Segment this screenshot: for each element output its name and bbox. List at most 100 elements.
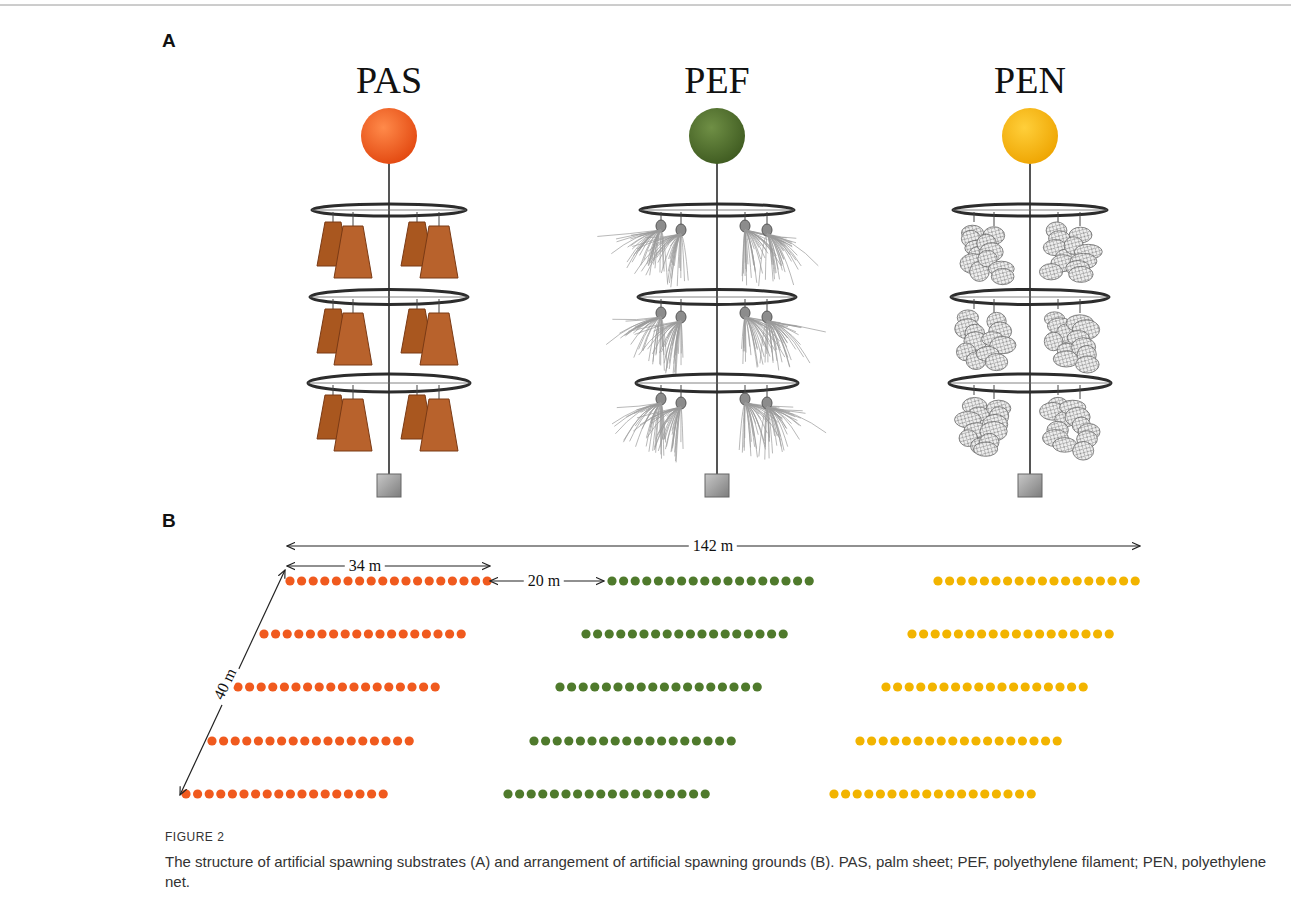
substrate-dot <box>642 576 651 585</box>
substrate-dot <box>965 629 974 638</box>
substrate-dot <box>879 736 888 745</box>
substrate-dot <box>239 789 248 798</box>
substrate-dot <box>419 682 428 691</box>
substrate-dot <box>538 789 547 798</box>
substrate-dot <box>297 576 306 585</box>
substrate-dot <box>1044 682 1053 691</box>
substrate-dot <box>1003 576 1012 585</box>
substrate-dot <box>259 629 268 638</box>
substrate-dot <box>933 576 942 585</box>
substrate-dot <box>573 789 582 798</box>
panel-letter: A <box>162 30 176 52</box>
substrate-dot <box>1079 682 1088 691</box>
substrate-dot <box>309 576 318 585</box>
substrate-dot <box>216 789 225 798</box>
substrate-dot <box>677 576 686 585</box>
substrate-dot <box>1131 576 1140 585</box>
substrate-dot <box>286 789 295 798</box>
substrate-dot <box>181 789 190 798</box>
substrate-dot <box>971 736 980 745</box>
substrate-dot <box>448 576 457 585</box>
substrate-dot <box>329 629 338 638</box>
substrate-name: PEN <box>994 58 1066 102</box>
substrate-dot <box>960 736 969 745</box>
substrate-dot <box>890 736 899 745</box>
substrate-dot <box>625 682 634 691</box>
substrate-dot <box>405 736 414 745</box>
substrate-dot <box>995 736 1004 745</box>
tier <box>951 290 1109 374</box>
tier <box>310 290 468 366</box>
dimension-label: 20 m <box>524 572 564 590</box>
substrate-dot <box>231 736 240 745</box>
substrate-dot <box>271 629 280 638</box>
substrate-dot <box>355 576 364 585</box>
substrate-dot <box>370 736 379 745</box>
substrate-dot <box>793 576 802 585</box>
substrate-dot <box>853 789 862 798</box>
substrate-dot <box>605 629 614 638</box>
substrate-dot <box>300 736 309 745</box>
top-rule <box>0 5 1291 6</box>
substrate-dot <box>338 682 347 691</box>
substrate-dot <box>980 576 989 585</box>
substrate-dot <box>378 576 387 585</box>
substrate-dot <box>312 736 321 745</box>
sinker-weight <box>377 474 401 497</box>
substrate-dot <box>855 736 864 745</box>
substrate-dot <box>721 629 730 638</box>
tier <box>606 290 826 377</box>
substrate-dot <box>631 789 640 798</box>
substrate-dot <box>335 736 344 745</box>
substrate-dot <box>399 629 408 638</box>
substrate-dot <box>1049 576 1058 585</box>
substrate-dot <box>384 682 393 691</box>
substrate-dot <box>881 682 890 691</box>
substrate-dot <box>433 629 442 638</box>
substrate-dot <box>315 682 324 691</box>
figure-caption: The structure of artificial spawning sub… <box>165 852 1275 892</box>
substrate-dot <box>326 682 335 691</box>
substrate-dot <box>297 789 306 798</box>
substrate-dot <box>758 576 767 585</box>
substrate-dot <box>666 789 675 798</box>
substrate-dot <box>1027 789 1036 798</box>
substrate-dot <box>352 629 361 638</box>
substrate-dot <box>579 682 588 691</box>
substrate-dot <box>709 629 718 638</box>
substrate-dot <box>683 682 692 691</box>
substrate-dot <box>706 682 715 691</box>
substrate-dot <box>341 629 350 638</box>
substrate-dot <box>228 789 237 798</box>
substrate-unit <box>949 108 1111 497</box>
substrate-dot <box>390 576 399 585</box>
substrate-dot <box>968 576 977 585</box>
substrate-dot <box>1035 629 1044 638</box>
substrate-dot <box>587 736 596 745</box>
substrate-dot <box>916 682 925 691</box>
substrate-dot <box>332 576 341 585</box>
substrate-dot <box>997 682 1006 691</box>
substrate-dot <box>1067 682 1076 691</box>
substrate-dot <box>459 576 468 585</box>
substrate-dot <box>361 682 370 691</box>
substrate-dot <box>660 682 669 691</box>
substrate-dot <box>634 736 643 745</box>
substrate-dot <box>948 736 957 745</box>
substrate-dot <box>1038 576 1047 585</box>
substrate-dot <box>983 736 992 745</box>
substrate-dot <box>285 576 294 585</box>
substrate-dot <box>251 789 260 798</box>
substrate-dot <box>321 789 330 798</box>
substrate-dot <box>876 789 885 798</box>
substrate-dot <box>527 789 536 798</box>
substrate-dot <box>599 736 608 745</box>
substrate-dot <box>727 736 736 745</box>
substrate-dot <box>1032 682 1041 691</box>
substrate-name: PEF <box>684 58 749 102</box>
substrate-dot <box>957 789 966 798</box>
substrate-dot <box>829 789 838 798</box>
dimension-label: 34 m <box>345 557 385 575</box>
substrate-dot <box>677 789 686 798</box>
substrate-dot <box>387 629 396 638</box>
